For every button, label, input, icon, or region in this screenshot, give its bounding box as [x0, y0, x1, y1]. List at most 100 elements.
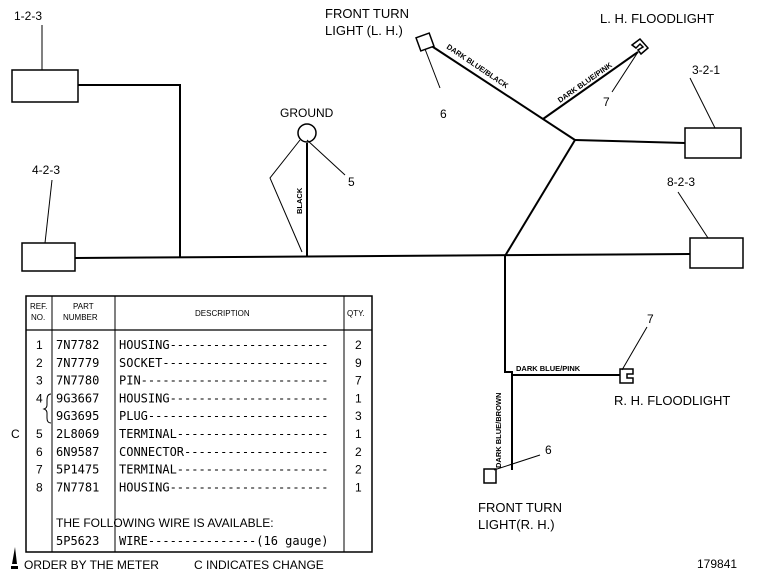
leader-lines — [41, 25, 716, 471]
table-row: 2 7N7779 SOCKET----------------------- 9 — [36, 356, 362, 370]
table-cell-ref: 8 — [36, 480, 43, 494]
connector-label-1-2-3: 1-2-3 — [14, 9, 42, 23]
connector-3-2-1 — [684, 127, 742, 159]
table-cell-ref: 1 — [36, 338, 43, 352]
table-row: 1 7N7782 HOUSING---------------------- 2 — [36, 338, 362, 352]
table-row: C 5 2L8069 TERMINAL--------------------- 1 — [11, 427, 362, 441]
rh-floodlight-terminal-icon — [619, 368, 634, 384]
front-turn-lh-label-2: LIGHT (L. H.) — [325, 23, 403, 38]
table-row: 4 9G3667 HOUSING---------------------- 1 — [36, 391, 362, 405]
table-cell-description: PLUG------------------------- — [119, 409, 329, 423]
table-cell-description: TERMINAL--------------------- — [119, 463, 329, 477]
wire-dark-blue-brown — [504, 256, 513, 470]
table-cell-part-number: 9G3695 — [56, 409, 99, 423]
table-cell-qty: 2 — [355, 338, 362, 352]
table-row: 7 5P1475 TERMINAL--------------------- 2 — [36, 463, 362, 477]
header-description: DESCRIPTION — [195, 309, 250, 318]
table-row: 3 7N7780 PIN-------------------------- 7 — [36, 374, 362, 388]
wire-label-dark-blue-black: DARK BLUE/BLACK — [445, 42, 511, 90]
table-cell-ref: 6 — [36, 445, 43, 459]
table-cell-qty: 3 — [355, 409, 362, 423]
callout-6-top: 6 — [440, 107, 447, 121]
header-part-2: NUMBER — [63, 313, 98, 322]
table-cell-ref: 7 — [36, 463, 43, 477]
connectors — [11, 32, 744, 484]
table-cell-part-number: 5P1475 — [56, 463, 99, 477]
front-turn-rh-label-2: LIGHT(R. H.) — [478, 517, 555, 532]
table-cell-part-number: 2L8069 — [56, 427, 99, 441]
footnote-available: THE FOLLOWING WIRE IS AVAILABLE: — [56, 516, 274, 530]
order-by-meter-note: ORDER BY THE METER — [24, 558, 159, 572]
header-ref-2: NO. — [31, 313, 45, 322]
front-turn-rh-label-1: FRONT TURN — [478, 500, 562, 515]
table-cell-qty: 1 — [355, 391, 362, 405]
wire-label-dark-blue-brown: DARK BLUE/BROWN — [494, 393, 503, 468]
table-cell-part-number: 9G3667 — [56, 391, 99, 405]
wire-label-dark-blue-pink-right: DARK BLUE/PINK — [516, 364, 581, 373]
table-cell-ref: 4 — [36, 391, 43, 405]
table-cell-description: CONNECTOR-------------------- — [119, 445, 329, 459]
table-cell-mark: C — [11, 427, 20, 441]
callout-5: 5 — [348, 175, 355, 189]
header-qty: QTY. — [347, 309, 365, 318]
footer: ORDER BY THE METER C INDICATES CHANGE 17… — [11, 547, 737, 572]
connector-label-8-2-3: 8-2-3 — [667, 175, 695, 189]
table-cell-qty: 9 — [355, 356, 362, 370]
table-cell-part-number: 7N7782 — [56, 338, 99, 352]
table-cell-qty: 1 — [355, 427, 362, 441]
table-cell-description: HOUSING---------------------- — [119, 480, 329, 494]
lh-floodlight-terminal-icon — [630, 37, 650, 56]
wires — [74, 44, 691, 470]
front-turn-lh-label-1: FRONT TURN — [325, 6, 409, 21]
table-cell-part-number: 7N7780 — [56, 374, 99, 388]
table-cell-description: TERMINAL--------------------- — [119, 427, 329, 441]
table-row: 9G3695 PLUG------------------------- 3 — [56, 409, 362, 423]
main-trunk-wire — [74, 253, 691, 259]
ground-label: GROUND — [280, 106, 334, 120]
c-indicates-change-note: C INDICATES CHANGE — [194, 558, 324, 572]
wire-label-black: BLACK — [295, 187, 304, 214]
meter-icon — [11, 547, 18, 569]
table-row: 8 7N7781 HOUSING---------------------- 1 — [36, 480, 362, 494]
rh-floodlight-label: R. H. FLOODLIGHT — [614, 393, 730, 408]
wire-dark-blue-pink-top — [542, 51, 639, 120]
wire-to-3-2-1 — [574, 139, 686, 144]
lh-floodlight-label: L. H. FLOODLIGHT — [600, 11, 714, 26]
header-part-1: PART — [73, 302, 94, 311]
table-cell-qty: 2 — [355, 445, 362, 459]
figure-number: 179841 — [697, 557, 737, 571]
wire-description: WIRE---------------(16 gauge) — [119, 534, 329, 548]
table-cell-part-number: 6N9587 — [56, 445, 99, 459]
callout-7-top: 7 — [603, 95, 610, 109]
connector-label-3-2-1: 3-2-1 — [692, 63, 720, 77]
table-cell-description: HOUSING---------------------- — [119, 391, 329, 405]
front-turn-rh-socket — [483, 468, 497, 484]
callout-7-right: 7 — [647, 312, 654, 326]
connector-8-2-3 — [689, 237, 744, 269]
table-row: 6 6N9587 CONNECTOR-------------------- 2 — [36, 445, 362, 459]
wire-dark-blue-black — [429, 44, 576, 141]
branch-to-junction — [504, 139, 576, 257]
ref-4-brace — [42, 393, 52, 424]
table-cell-description: HOUSING---------------------- — [119, 338, 329, 352]
ground-symbol — [297, 123, 317, 143]
table-cell-part-number: 7N7781 — [56, 480, 99, 494]
connector-label-4-2-3: 4-2-3 — [32, 163, 60, 177]
header-ref-1: REF. — [30, 302, 47, 311]
wire-to-1-2-3 — [78, 84, 181, 258]
table-cell-description: PIN-------------------------- — [119, 374, 329, 388]
connector-4-2-3 — [21, 242, 76, 272]
table-cell-ref: 2 — [36, 356, 43, 370]
table-cell-ref: 3 — [36, 374, 43, 388]
table-cell-qty: 2 — [355, 463, 362, 477]
table-cell-qty: 1 — [355, 480, 362, 494]
table-cell-qty: 7 — [355, 374, 362, 388]
connector-1-2-3 — [11, 69, 79, 103]
table-cell-ref: 5 — [36, 427, 43, 441]
callout-6-bottom: 6 — [545, 443, 552, 457]
table-cell-description: SOCKET----------------------- — [119, 356, 329, 370]
table-cell-part-number: 7N7779 — [56, 356, 99, 370]
